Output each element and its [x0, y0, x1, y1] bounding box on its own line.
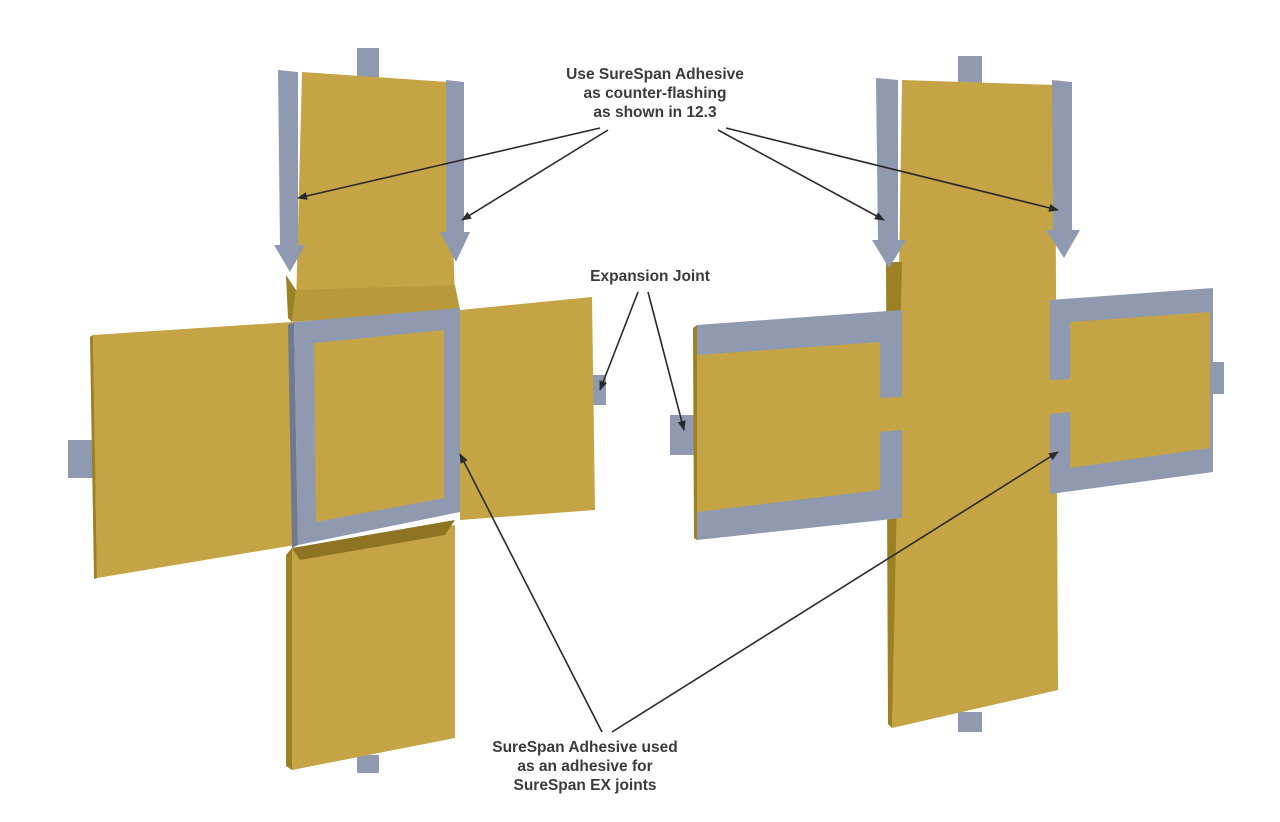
callout-counter-flashing-line-2: as counter-flashing	[584, 85, 727, 102]
left-wing-right	[460, 297, 595, 520]
left-assembly	[68, 48, 606, 773]
leader-counterflash-1	[297, 127, 601, 200]
callout-adhesive-used: SureSpan Adhesive used as an adhesive fo…	[492, 739, 678, 794]
right-joint-strip-right	[1210, 362, 1224, 394]
left-strip-bottom-fold	[292, 520, 455, 560]
leader-expansion-2	[647, 291, 686, 431]
callout-expansion-joint-line-1: Expansion Joint	[590, 268, 710, 285]
left-strip-top-edge	[286, 275, 296, 322]
left-adhesive-frame-edge	[288, 322, 298, 548]
right-left-wing-gap	[878, 397, 902, 432]
leader-lines	[297, 127, 1059, 733]
left-joint-strip-bottom	[357, 755, 379, 773]
callout-adhesive-used-line-3: SureSpan EX joints	[514, 777, 657, 794]
leader-counterflash-2	[461, 129, 609, 221]
callout-counter-flashing: Use SureSpan Adhesive as counter-flashin…	[566, 66, 744, 121]
left-strip-bottom-edge	[286, 548, 292, 770]
callout-adhesive-used-line-1: SureSpan Adhesive used	[492, 739, 678, 756]
leader-counterflash-3	[717, 129, 885, 221]
left-strip-bottom	[292, 525, 455, 770]
right-left-wing-panel	[697, 342, 880, 512]
right-counterflash-left	[872, 78, 906, 268]
right-joint-strip-top	[958, 56, 982, 84]
leader-adhesive-2	[611, 451, 1059, 733]
right-counterflash-right	[1046, 80, 1080, 258]
callout-adhesive-used-line-2: as an adhesive for	[517, 758, 652, 775]
left-counterflash-left	[274, 70, 305, 272]
left-joint-strip-top	[357, 48, 379, 78]
right-vertical-membrane	[892, 80, 1058, 728]
left-wing-left-edge	[90, 335, 97, 579]
right-joint-strip-bottom	[958, 712, 982, 732]
right-assembly	[670, 56, 1224, 732]
leader-counterflash-4	[725, 127, 1059, 212]
right-right-wing-gap	[1050, 379, 1072, 414]
callout-counter-flashing-line-1: Use SureSpan Adhesive	[566, 66, 744, 83]
leader-expansion-1	[599, 291, 639, 391]
callout-counter-flashing-line-3: as shown in 12.3	[593, 104, 717, 121]
left-strip-top	[296, 72, 455, 307]
left-adhesive-frame-inner	[314, 330, 444, 522]
callout-expansion-joint: Expansion Joint	[590, 268, 710, 285]
right-left-wing-edge	[693, 325, 697, 540]
leader-adhesive-1	[459, 453, 603, 733]
left-wing-left	[93, 322, 295, 578]
right-right-wing-panel	[1070, 312, 1210, 468]
